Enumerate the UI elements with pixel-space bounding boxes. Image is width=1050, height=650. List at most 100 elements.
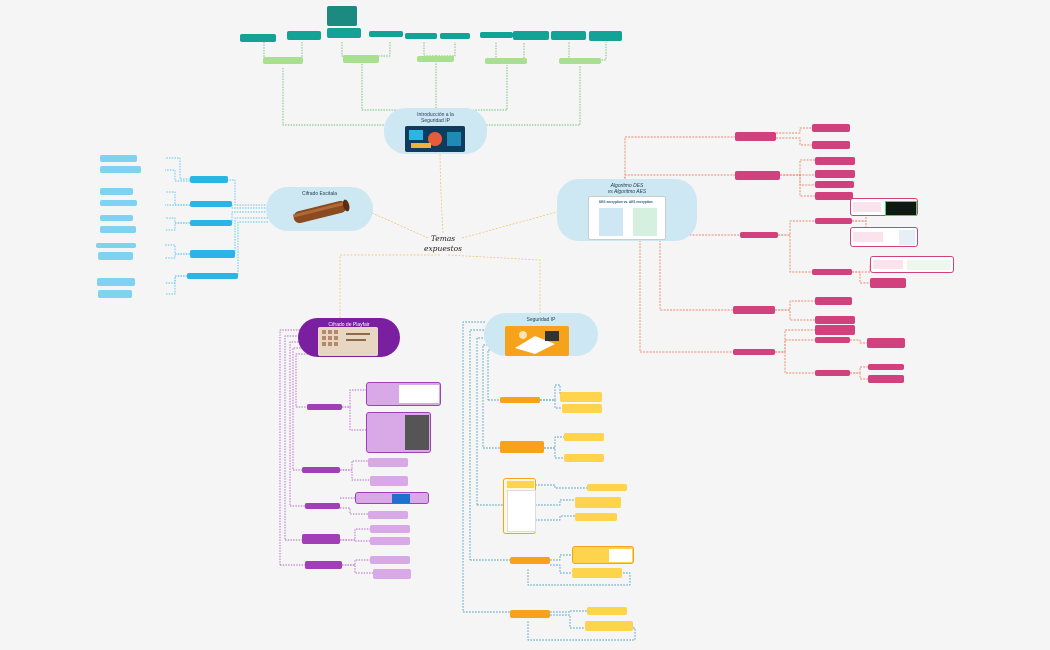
playfair-image-card-3[interactable]	[355, 492, 429, 504]
des-branch-3[interactable]	[740, 232, 778, 238]
ipsec-image-card-2[interactable]	[572, 546, 634, 564]
intro-subtopic-5[interactable]	[559, 58, 601, 64]
playfair-branch-2[interactable]	[302, 467, 340, 473]
scytale-branch-2[interactable]	[190, 201, 232, 207]
playfair-branch-3[interactable]	[305, 503, 340, 509]
scytale-branch-1[interactable]	[190, 176, 228, 183]
scytale-branch-5[interactable]	[187, 273, 238, 279]
playfair-leaf-2[interactable]	[370, 476, 408, 486]
intro-leaf-9[interactable]	[551, 31, 586, 40]
playfair-branch-5[interactable]	[305, 561, 342, 569]
scytale-leaf-5[interactable]	[100, 215, 133, 221]
intro-leaf-3[interactable]	[327, 28, 361, 38]
des-leaf-14[interactable]	[867, 338, 905, 348]
des-leaf-2[interactable]	[812, 141, 850, 149]
intro-leaf-4[interactable]	[369, 31, 403, 37]
des-leaf-1[interactable]	[812, 124, 850, 132]
intro-leaf-7[interactable]	[480, 32, 513, 38]
scytale-leaf-7[interactable]	[96, 243, 136, 248]
des-branch-2[interactable]	[735, 171, 780, 180]
playfair-leaf-4[interactable]	[370, 525, 410, 533]
intro-leaf-5[interactable]	[405, 33, 437, 39]
ipsec-leaf-3[interactable]	[564, 433, 604, 441]
des-leaf-7[interactable]	[815, 218, 852, 224]
ipsec-branch-1[interactable]	[500, 397, 540, 403]
scytale-leaf-6[interactable]	[100, 226, 136, 233]
central-topic-line1: Temas	[430, 234, 456, 243]
des-leaf-9[interactable]	[870, 278, 906, 288]
scytale-leaf-4[interactable]	[100, 200, 137, 206]
intro-subtopic-4[interactable]	[485, 58, 527, 64]
topic-des-title-line1: Algoritmo DES	[610, 183, 644, 189]
scytale-leaf-3[interactable]	[100, 188, 133, 195]
central-topic[interactable]: Temas expuestos	[420, 234, 466, 254]
intro-leaf-8[interactable]	[513, 31, 549, 40]
topic-intro-title-line2: Seguridad IP	[421, 118, 450, 124]
des-image-card-1[interactable]	[850, 198, 918, 216]
scytale-leaf-9[interactable]	[97, 278, 135, 286]
des-leaf-16[interactable]	[868, 364, 904, 370]
scytale-leaf-2[interactable]	[100, 166, 141, 173]
des-leaf-6[interactable]	[815, 192, 853, 200]
playfair-branch-4[interactable]	[302, 534, 340, 544]
scytale-branch-4[interactable]	[190, 250, 235, 258]
playfair-grid-image	[318, 327, 378, 356]
ipsec-leaf-5[interactable]	[587, 484, 627, 491]
playfair-leaf-7[interactable]	[373, 569, 411, 579]
ipsec-branch-5[interactable]	[510, 610, 550, 618]
playfair-branch-1[interactable]	[307, 404, 342, 410]
des-leaf-13[interactable]	[815, 337, 850, 343]
ipsec-leaf-7[interactable]	[575, 513, 617, 521]
des-leaf-17[interactable]	[868, 375, 904, 383]
ipsec-leaf-10[interactable]	[585, 621, 633, 631]
des-image-card-3[interactable]	[870, 256, 954, 273]
des-branch-5[interactable]	[733, 349, 775, 355]
playfair-leaf-6[interactable]	[370, 556, 410, 564]
intro-leaf-2[interactable]	[287, 31, 321, 40]
playfair-leaf-1[interactable]	[368, 458, 408, 467]
intro-illustration-image	[405, 126, 465, 152]
des-branch-4[interactable]	[733, 306, 775, 314]
scytale-leaf-10[interactable]	[98, 290, 132, 298]
topic-ipsec-title: Seguridad IP	[526, 317, 556, 323]
intro-subtopic-2[interactable]	[343, 55, 379, 63]
des-image-card-2[interactable]	[850, 227, 918, 247]
ipsec-branch-4[interactable]	[510, 557, 550, 564]
ipsec-leaf-6[interactable]	[575, 497, 621, 508]
intro-subtopic-3[interactable]	[417, 56, 454, 62]
des-branch-1[interactable]	[735, 132, 776, 141]
playfair-leaf-5[interactable]	[370, 537, 410, 545]
des-vs-aes-card-heading: DES encryption vs. AES encryption	[599, 200, 653, 204]
intro-leaf-3-image	[327, 6, 357, 26]
des-leaf-4[interactable]	[815, 170, 855, 178]
des-leaf-15[interactable]	[815, 370, 850, 376]
central-topic-line2: expuestos	[424, 244, 462, 253]
scytale-branch-3[interactable]	[190, 220, 232, 226]
topic-playfair-title: Cifrado de Playfair	[328, 322, 370, 328]
ipsec-leaf-9[interactable]	[587, 607, 627, 615]
intro-leaf-10[interactable]	[589, 31, 622, 41]
des-leaf-10[interactable]	[815, 297, 852, 305]
playfair-image-card-2[interactable]	[366, 412, 431, 453]
des-leaf-12[interactable]	[815, 325, 855, 335]
ipsec-leaf-1[interactable]	[560, 392, 602, 402]
playfair-image-card-1[interactable]	[366, 382, 441, 406]
scytale-leaf-1[interactable]	[100, 155, 137, 162]
ipsec-leaf-4[interactable]	[564, 454, 604, 462]
des-vs-aes-comparison-image: DES encryption vs. AES encryption	[588, 196, 666, 240]
des-leaf-8[interactable]	[812, 269, 852, 275]
ipsec-leaf-8[interactable]	[572, 568, 622, 578]
ipsec-branch-2[interactable]	[500, 441, 544, 453]
des-leaf-3[interactable]	[815, 157, 855, 165]
scytale-leaf-8[interactable]	[98, 252, 133, 260]
ipsec-image-card-1[interactable]	[503, 478, 536, 534]
topic-intro-title-line1: Introducción a la	[417, 112, 454, 118]
topic-des-title-line2: vs Algoritmo AES	[607, 189, 647, 195]
intro-subtopic-1[interactable]	[263, 57, 303, 64]
des-leaf-5[interactable]	[815, 181, 854, 188]
intro-leaf-1[interactable]	[240, 34, 276, 42]
ipsec-leaf-2[interactable]	[562, 404, 602, 413]
playfair-leaf-3[interactable]	[368, 511, 408, 519]
des-leaf-11[interactable]	[815, 316, 855, 324]
intro-leaf-6[interactable]	[440, 33, 470, 39]
